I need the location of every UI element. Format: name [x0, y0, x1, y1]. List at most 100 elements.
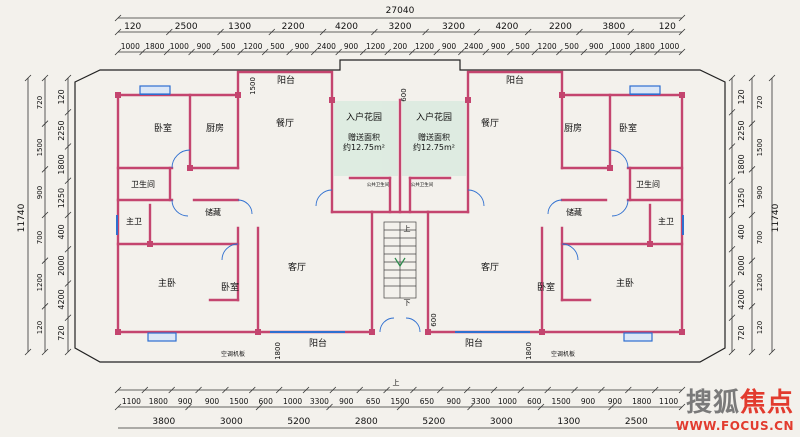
- dim-bottom-inner: 900: [339, 397, 354, 406]
- dim-right-outer: 1250: [737, 188, 746, 208]
- dim-bottom-outer: 3000: [220, 417, 243, 427]
- dim-bottom-inner: 1100: [659, 397, 678, 406]
- label-balcony-top-left: 阳台: [277, 74, 295, 86]
- dim-right-inner: 120: [756, 321, 764, 334]
- dim-right-inner: 700: [756, 231, 764, 244]
- dim-top-outer: 2500: [175, 22, 198, 32]
- label-balcony-bottom-left: 阳台: [309, 337, 327, 349]
- dim-right-outer: 4200: [737, 289, 746, 309]
- dim-top-inner: 1800: [636, 42, 655, 51]
- dim-top-outer: 2200: [282, 22, 305, 32]
- dim-left-inner: 1200: [36, 274, 44, 292]
- dim-bottom-outer: 2500: [625, 417, 648, 427]
- watermark-logo-main: 搜狐: [685, 388, 740, 418]
- dim-bottom-inner: 1500: [390, 397, 409, 406]
- dim-left-inner: 720: [36, 96, 44, 109]
- label-master-bedroom-left: 主卧: [158, 277, 176, 289]
- dim-left-outer: 400: [57, 224, 66, 239]
- label-bedroom-sw: 卧室: [221, 281, 239, 293]
- label-living-right: 客厅: [481, 261, 499, 273]
- dim-left-outer: 720: [57, 325, 66, 340]
- dim-top-inner: 1200: [538, 42, 557, 51]
- dim-top-inner: 1200: [243, 42, 262, 51]
- dim-left-outer: 2000: [57, 255, 66, 275]
- dim-top-outer: 2200: [549, 22, 572, 32]
- label-kitchen-right: 厨房: [564, 122, 582, 134]
- label-bathroom-right: 卫生间: [636, 179, 660, 189]
- roof-outline: [74, 59, 726, 363]
- dim-right-total: 11740: [771, 203, 781, 232]
- label-gift-area-left: 赠送面积: [348, 132, 380, 142]
- label-storage-left: 储藏: [205, 207, 221, 217]
- label-gift-size-right: 约12.75m²: [413, 142, 455, 152]
- dim-left-inner: 700: [36, 231, 44, 244]
- dim-left-inner: 900: [36, 186, 44, 199]
- dim-top-inner: 900: [442, 42, 457, 51]
- dim-top-inner: 900: [589, 42, 604, 51]
- label-garden-left: 入户花园: [346, 111, 382, 123]
- label-ac-platform-right: 空调机板: [551, 350, 575, 358]
- dim-right-outer: 2000: [737, 255, 746, 275]
- dim-right-outer: 2250: [737, 120, 746, 140]
- label-bedroom-se: 卧室: [537, 281, 555, 293]
- dim-left-inner: 1500: [36, 139, 44, 157]
- dim-bottom-outer: 3000: [490, 417, 513, 427]
- dim-top-inner: 500: [221, 42, 236, 51]
- dim-top-outer: 4200: [335, 22, 358, 32]
- dim-misc-1: 1500: [249, 77, 257, 95]
- dim-right-inner: 900: [756, 186, 764, 199]
- dim-top-inner: 500: [565, 42, 580, 51]
- label-kitchen-left: 厨房: [206, 122, 224, 134]
- label-dining-right: 餐厅: [481, 117, 499, 129]
- dim-top-inner: 2400: [464, 42, 483, 51]
- label-balcony-bottom-right: 阳台: [465, 337, 483, 349]
- dim-bottom-inner: 900: [447, 397, 462, 406]
- stair-treads: [383, 221, 417, 299]
- dim-bottom-outer: 5200: [422, 417, 445, 427]
- dim-bottom-outer: 1300: [557, 417, 580, 427]
- dim-left-outer: 4200: [57, 289, 66, 309]
- dim-left-outer: 2250: [57, 120, 66, 140]
- label-master-bedroom-right: 主卧: [616, 277, 634, 289]
- dim-top-inner: 500: [515, 42, 530, 51]
- dim-top-inner: 1000: [611, 42, 630, 51]
- entry-garden-shading: [334, 101, 466, 176]
- dim-bottom-inner: 650: [420, 397, 435, 406]
- dim-left-outer: 1800: [57, 154, 66, 174]
- watermark-logo: 搜狐焦点: [676, 382, 794, 419]
- dim-misc-2: 600: [400, 88, 408, 101]
- dim-right-inner: 1500: [756, 139, 764, 157]
- label-balcony-top-right: 阳台: [506, 74, 524, 86]
- label-ac-platform-left: 空调机板: [221, 350, 245, 358]
- dim-right-inner: 720: [756, 96, 764, 109]
- dim-misc-4: 1800: [274, 342, 282, 360]
- dim-bottom-inner: 1500: [229, 397, 248, 406]
- dim-bottom-inner: 900: [581, 397, 596, 406]
- dim-misc-3: 600: [430, 313, 438, 326]
- dim-top-inner: 1800: [145, 42, 164, 51]
- dim-bottom-inner: 3300: [471, 397, 490, 406]
- dim-top-outer: 3800: [602, 22, 625, 32]
- dim-bottom-inner: 1000: [283, 397, 302, 406]
- dim-top-inner: 500: [270, 42, 285, 51]
- dim-left-total: 11740: [17, 203, 27, 232]
- dim-bottom-inner: 1800: [149, 397, 168, 406]
- dim-bottom-outer: 2800: [355, 417, 378, 427]
- dim-bottom-inner: 1800: [632, 397, 651, 406]
- site-watermark: 搜狐焦点 WWW.FOCUS.CN: [676, 382, 794, 433]
- label-stair-down: 下: [404, 299, 411, 307]
- dim-bottom-inner: 900: [608, 397, 623, 406]
- dim-bottom-inner: 3300: [310, 397, 329, 406]
- dim-top-outer: 3200: [442, 22, 465, 32]
- dim-bottom-inner: 650: [366, 397, 381, 406]
- dim-right-outer: 400: [737, 224, 746, 239]
- dim-top-inner: 900: [197, 42, 212, 51]
- ac-unit-blocks: [139, 85, 661, 342]
